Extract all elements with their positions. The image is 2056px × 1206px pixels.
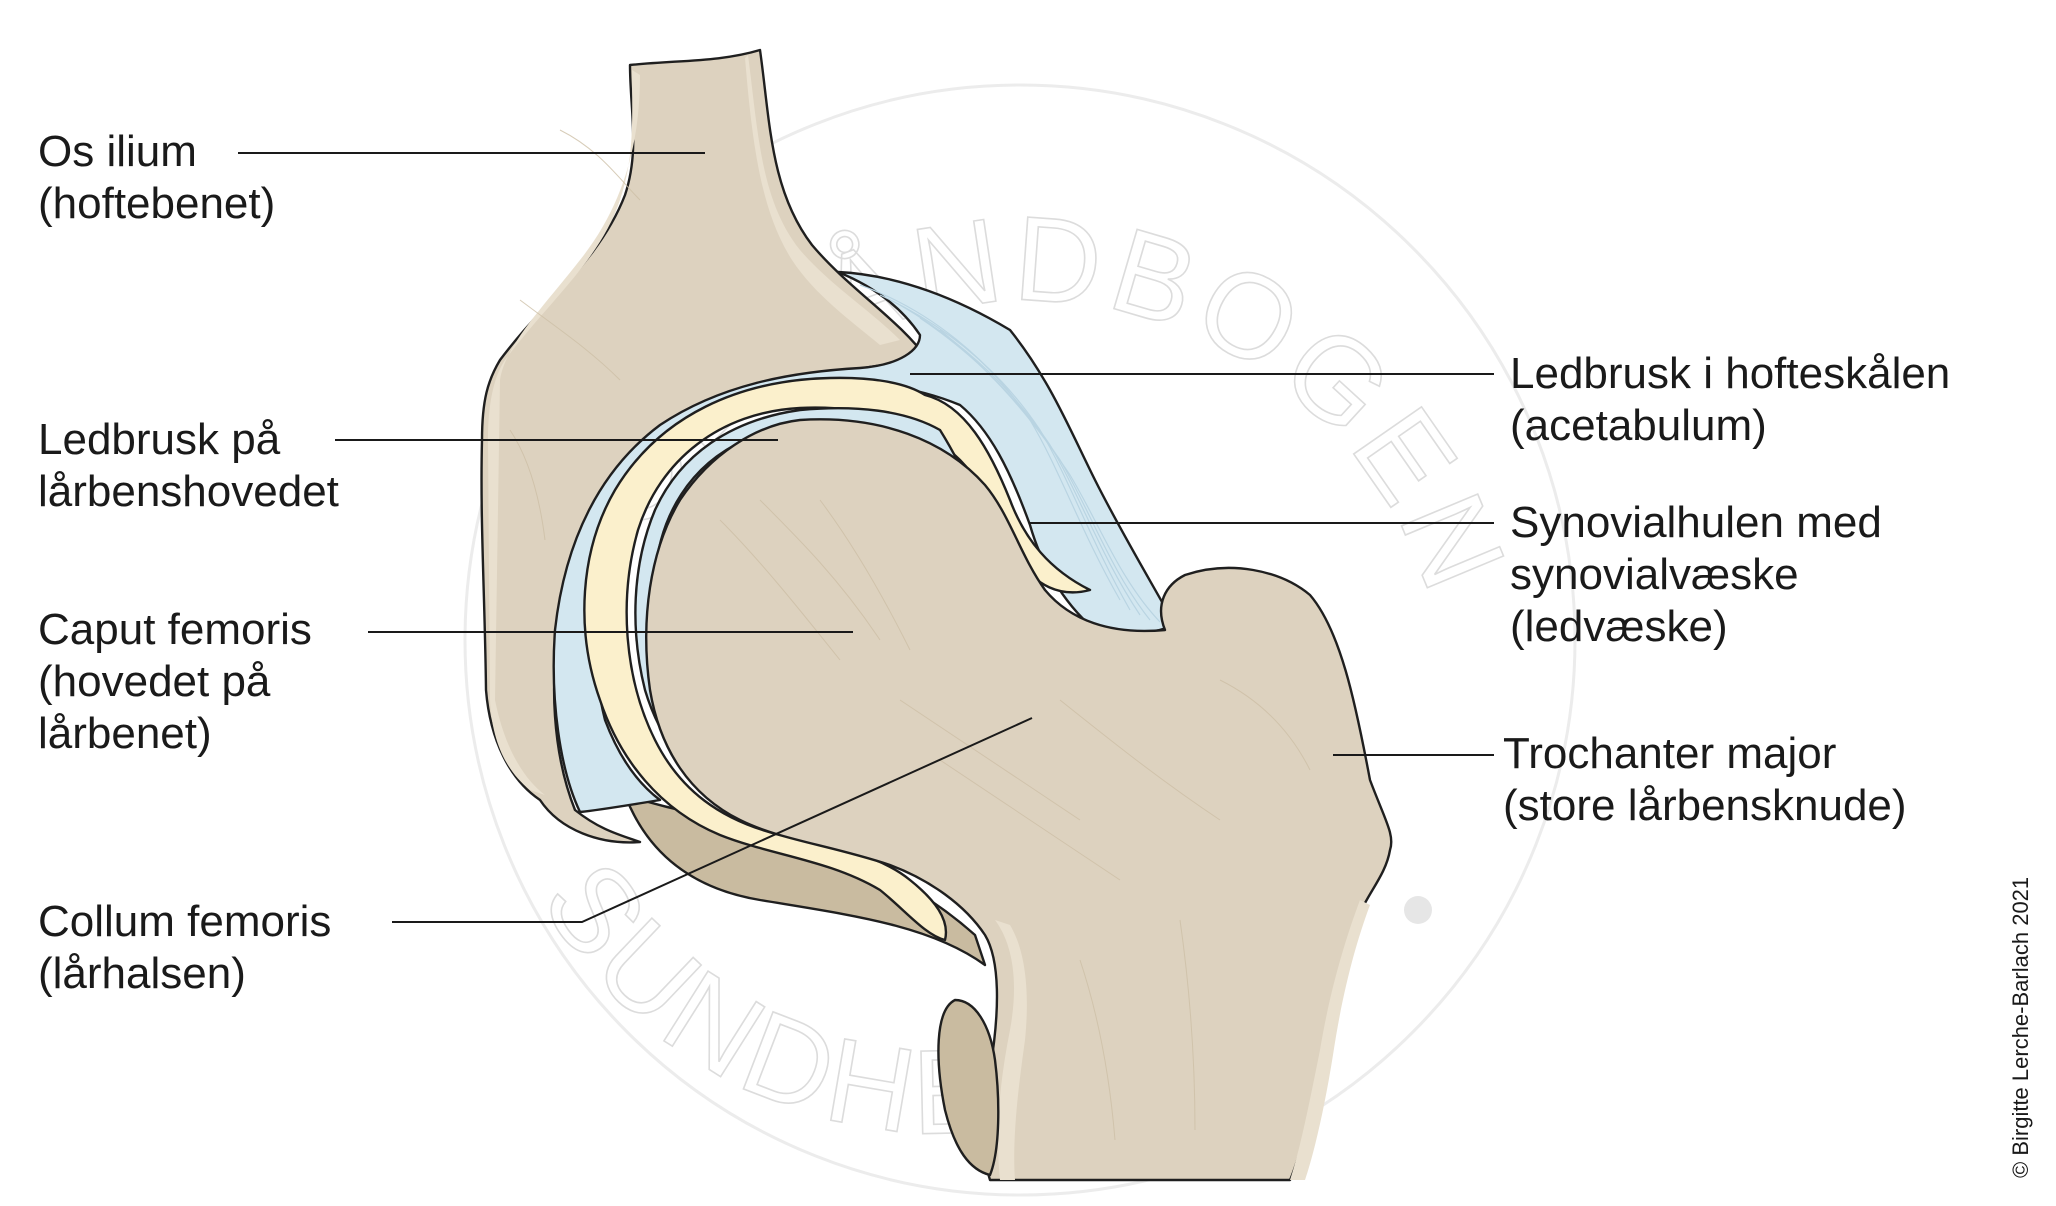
- label-os-ilium: Os ilium (hoftebenet): [38, 127, 275, 228]
- label-synovial-line1: Synovialhulen med: [1510, 498, 1882, 547]
- label-collum-line1: Collum femoris: [38, 897, 331, 946]
- label-ledbrusk-lar-line2: lårbenshovedet: [38, 467, 339, 516]
- pelvis-highlight-right: [745, 55, 900, 345]
- label-os-ilium-line2: (hoftebenet): [38, 179, 275, 228]
- femur-highlight-trochanter: [1290, 900, 1370, 1180]
- label-ledbrusk-lar: Ledbrusk på lårbenshovedet: [38, 415, 339, 516]
- label-os-ilium-line1: Os ilium: [38, 127, 197, 176]
- label-trochanter-line1: Trochanter major: [1503, 729, 1836, 778]
- bone-texture: [509, 129, 1311, 1141]
- label-collum: Collum femoris (lårhalsen): [38, 897, 331, 998]
- synovial-streaks: [859, 284, 1161, 623]
- label-caput: Caput femoris (hovedet på lårbenet): [38, 605, 312, 758]
- femur-highlight-shaft: [995, 920, 1027, 1180]
- pelvis-os-ilium: [480, 48, 930, 844]
- label-ledbrusk-acetabulum: Ledbrusk i hofteskålen (acetabulum): [1510, 349, 1950, 450]
- watermark-circle: [463, 83, 1577, 1197]
- leader-lines: [238, 152, 1494, 923]
- label-caput-line1: Caput femoris: [38, 605, 312, 654]
- copyright-credit: © Birgitte Lerche-Barlach 2021: [2008, 877, 2033, 1178]
- label-trochanter-line2: (store lårbensknude): [1503, 781, 1907, 830]
- label-trochanter: Trochanter major (store lårbensknude): [1503, 729, 1907, 830]
- label-caput-line2: (hovedet på: [38, 657, 271, 706]
- label-synovial-line3: (ledvæske): [1510, 602, 1728, 651]
- lesser-trochanter: [937, 998, 1000, 1177]
- label-synovial-line2: synovialvæske: [1510, 550, 1799, 599]
- label-ledbrusk-lar-line1: Ledbrusk på: [38, 415, 281, 464]
- label-caput-line3: lårbenet): [38, 709, 212, 758]
- watermark-dot: [1404, 896, 1432, 924]
- label-ledbrusk-acetabulum-line2: (acetabulum): [1510, 401, 1767, 450]
- label-ledbrusk-acetabulum-line1: Ledbrusk i hofteskålen: [1510, 349, 1950, 398]
- leader-collum: [392, 717, 1033, 923]
- label-collum-line2: (lårhalsen): [38, 949, 246, 998]
- label-synovial: Synovialhulen med synovialvæske (ledvæsk…: [1510, 498, 1882, 651]
